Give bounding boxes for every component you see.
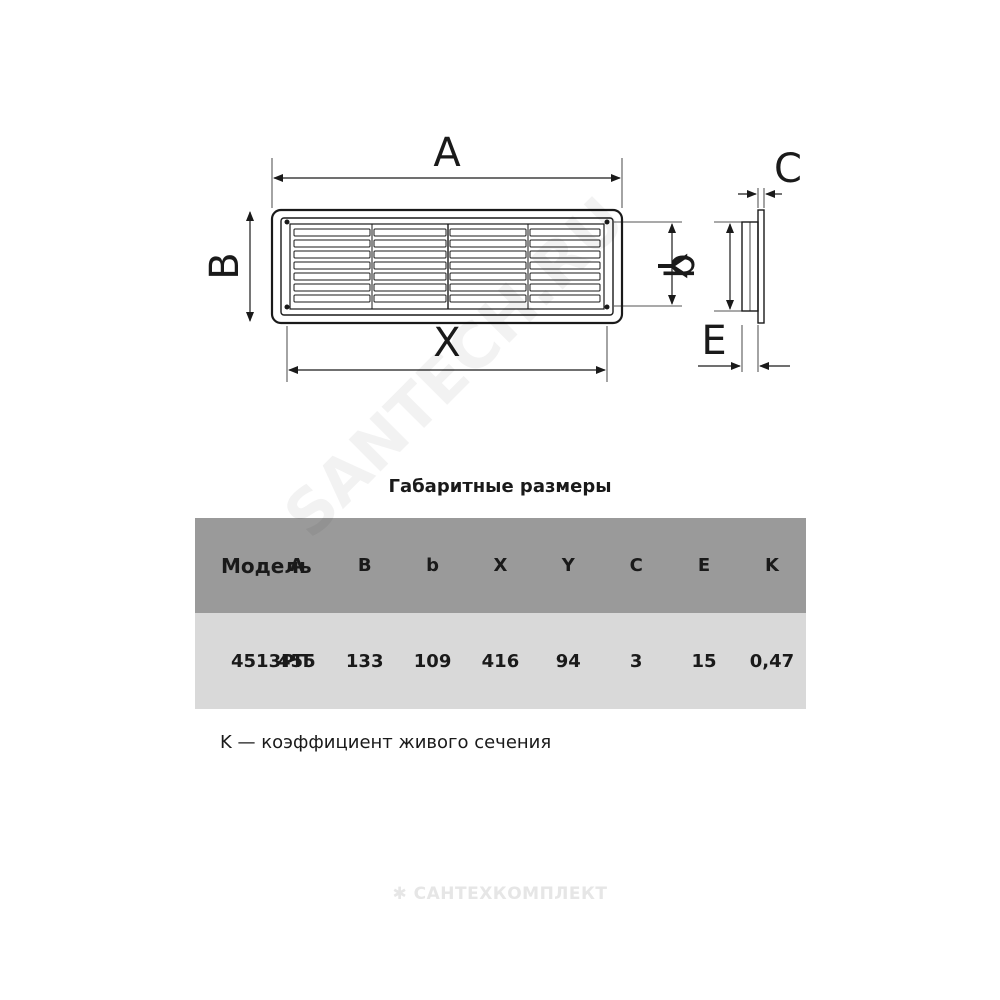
grille-slat bbox=[449, 261, 527, 270]
grille-slat bbox=[449, 239, 527, 248]
grille-front-view bbox=[270, 208, 624, 325]
label-e: E bbox=[701, 318, 726, 364]
grille-slat bbox=[373, 228, 447, 237]
header-a: A bbox=[289, 555, 304, 576]
grille-slat bbox=[293, 228, 371, 237]
header-x: X bbox=[493, 555, 508, 576]
cell-y: 94 bbox=[555, 650, 581, 672]
label-b: B bbox=[202, 252, 248, 279]
dimensions-table: Модель A B b X Y C E K 4513РП 455 133 10… bbox=[195, 518, 806, 709]
table-header-row: Модель A B b X Y C E K bbox=[195, 518, 806, 613]
grille-slat bbox=[529, 283, 601, 292]
grille-slat bbox=[293, 294, 371, 303]
brand-logo: ✱ САНТЕХКОМПЛЕКТ bbox=[0, 884, 1000, 904]
grille-slat bbox=[293, 250, 371, 259]
dimension-a bbox=[271, 158, 623, 208]
grille-slat bbox=[529, 272, 601, 281]
grille-slat bbox=[373, 283, 447, 292]
technical-drawing: A X B Y b C E bbox=[202, 130, 802, 382]
label-b-small: b bbox=[658, 253, 704, 278]
header-k: K bbox=[765, 555, 779, 576]
grille-slat bbox=[449, 283, 527, 292]
label-x: X bbox=[433, 320, 460, 366]
label-y: Y bbox=[648, 253, 694, 279]
grille-slat bbox=[373, 261, 447, 270]
grille-slat bbox=[529, 250, 601, 259]
cell-e: 15 bbox=[691, 650, 717, 672]
grille-slat bbox=[449, 250, 527, 259]
cell-x: 416 bbox=[481, 650, 520, 672]
grille-slat bbox=[449, 272, 527, 281]
header-b: B bbox=[357, 555, 372, 576]
grille-slat bbox=[449, 294, 527, 303]
label-c: C bbox=[774, 146, 802, 192]
cell-b: 133 bbox=[345, 650, 384, 672]
logo-text: САНТЕХКОМПЛЕКТ bbox=[413, 884, 608, 904]
grille-slat bbox=[529, 228, 601, 237]
table-title: Габаритные размеры bbox=[388, 476, 612, 497]
grille-slat bbox=[293, 239, 371, 248]
grille-slat bbox=[293, 283, 371, 292]
cell-model: 4513РП bbox=[231, 650, 310, 672]
header-c: C bbox=[629, 555, 643, 576]
header-e: E bbox=[697, 555, 711, 576]
grille-slat bbox=[529, 261, 601, 270]
dimension-c bbox=[738, 188, 782, 208]
grille-slat bbox=[529, 294, 601, 303]
dimension-e bbox=[698, 325, 790, 372]
grille-side-profile bbox=[741, 209, 765, 324]
cell-a: 455 bbox=[278, 650, 316, 672]
grille-slat bbox=[373, 294, 447, 303]
header-model: Модель bbox=[221, 553, 312, 578]
footnote: K — коэффициент живого сечения bbox=[220, 732, 552, 753]
grille-slat bbox=[373, 239, 447, 248]
cell-k: 0,47 bbox=[749, 650, 795, 672]
grille-slat bbox=[293, 272, 371, 281]
dimension-x bbox=[286, 326, 608, 382]
grille-slat bbox=[529, 239, 601, 248]
dimension-y bbox=[614, 221, 682, 307]
logo-icon: ✱ bbox=[392, 884, 408, 904]
grille-slat bbox=[293, 261, 371, 270]
cell-c: 3 bbox=[629, 650, 643, 672]
header-y: Y bbox=[561, 555, 575, 576]
grille-slat bbox=[373, 272, 447, 281]
label-a: A bbox=[433, 130, 461, 176]
dimension-b-small bbox=[714, 221, 742, 312]
grille-slat bbox=[449, 228, 527, 237]
grille-slat bbox=[373, 250, 447, 259]
table-row: 4513РП 455 133 109 416 94 3 15 0,47 bbox=[195, 613, 806, 709]
header-b-small: b bbox=[426, 555, 439, 576]
cell-b-small: 109 bbox=[413, 650, 452, 672]
